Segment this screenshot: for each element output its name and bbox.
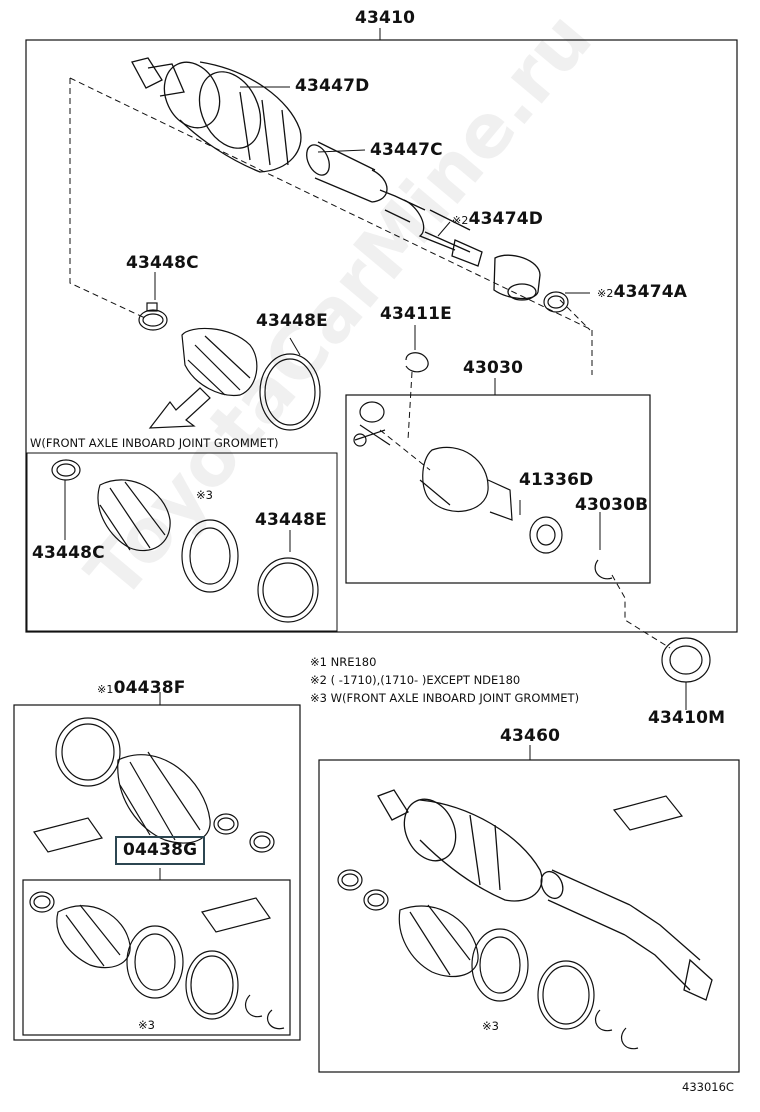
label-43460: 43460 — [500, 726, 561, 746]
oil-seal-41336D — [529, 516, 563, 554]
assembly-43460-frame — [318, 759, 740, 1073]
label-04438G: 04438G — [115, 836, 206, 865]
kit-g-snap-a — [245, 994, 263, 1018]
kit-g-grommet — [126, 925, 184, 999]
label-43410: 43410 — [355, 8, 416, 28]
main-assembly-frame — [25, 39, 738, 633]
snap-ring-43411E — [405, 352, 429, 373]
label-43448E-top: 43448E — [256, 311, 328, 331]
kit-g-band — [185, 950, 239, 1020]
label-43474A: ※243474A — [597, 282, 688, 302]
arrow — [148, 387, 211, 429]
kit-clamp-b — [249, 831, 275, 853]
joint-43030-frame — [345, 394, 651, 584]
label-43447D: 43447D — [295, 76, 370, 96]
boot-43448E-top — [181, 327, 258, 397]
leader-lines — [64, 28, 687, 880]
kit-g-snap-b — [267, 1009, 285, 1030]
boot-grommet — [97, 479, 171, 552]
note-mark: ※2 — [597, 287, 614, 300]
label-43410M: 43410M — [648, 708, 726, 728]
boot-43460 — [398, 904, 479, 978]
note-mark: ※1 — [97, 683, 114, 696]
grommet-ring — [181, 519, 239, 593]
label-43030B: 43030B — [575, 495, 649, 515]
kit-band-a — [55, 717, 121, 787]
snap-43460-a — [595, 1009, 613, 1032]
clamp-43460-b — [363, 889, 389, 911]
label-43448E-mid: 43448E — [255, 510, 327, 530]
bearing-43410M — [661, 637, 711, 683]
tripod-joint-43030 — [353, 401, 513, 521]
grommet-title: W(FRONT AXLE INBOARD JOINT GROMMET) — [30, 436, 279, 450]
kit-04438G-frame — [22, 879, 291, 1036]
diagram-id: 433016C — [682, 1080, 734, 1094]
label-mark-3-43460: ※3 — [482, 1019, 499, 1033]
label-04438F: ※104438F — [97, 678, 186, 698]
drive-shaft-43460 — [377, 789, 713, 1001]
kit-04438F-frame — [13, 704, 301, 1041]
note-1: ※1 NRE180 — [310, 655, 377, 669]
kit-g-clamp — [29, 891, 55, 913]
label-43447C: 43447C — [370, 140, 443, 160]
label-43448C-mid: 43448C — [32, 543, 105, 563]
clamp-43460-a — [337, 869, 363, 891]
band-43448E-mid — [257, 557, 319, 623]
kit-boot-a — [117, 751, 211, 844]
kit-g-boot — [56, 904, 131, 969]
drive-shaft-top — [131, 57, 541, 301]
note-2: ※2 ( -1710),(1710- )EXCEPT NDE180 — [310, 673, 521, 687]
label-41336D: 41336D — [519, 470, 594, 490]
grease-43460 — [612, 795, 684, 831]
snap-43460-b — [621, 1027, 639, 1050]
note-3: ※3 W(FRONT AXLE INBOARD JOINT GROMMET) — [310, 691, 580, 705]
clamp-43448C-mid — [51, 459, 81, 481]
kit-grease-a — [33, 817, 103, 853]
clamp-43474A — [543, 291, 569, 313]
grommet-43460 — [471, 928, 529, 1002]
grommet-subframe — [26, 452, 338, 632]
label-43411E: 43411E — [380, 304, 452, 324]
band-43460 — [537, 960, 595, 1030]
label-43030: 43030 — [463, 358, 524, 378]
label-43474D: ※243474D — [452, 209, 544, 229]
dashed-guides — [69, 77, 671, 649]
snap-ring-43030B — [594, 559, 613, 580]
label-43448C-top: 43448C — [126, 253, 199, 273]
label-mark-3-mid: ※3 — [196, 488, 213, 502]
band-43448E-top — [259, 353, 321, 431]
clamp-43448C-top — [138, 302, 168, 331]
note-mark: ※2 — [452, 214, 469, 227]
kit-clamp-a — [213, 813, 239, 835]
kit-g-grease — [201, 897, 271, 933]
label-mark-3-kit: ※3 — [138, 1018, 155, 1032]
